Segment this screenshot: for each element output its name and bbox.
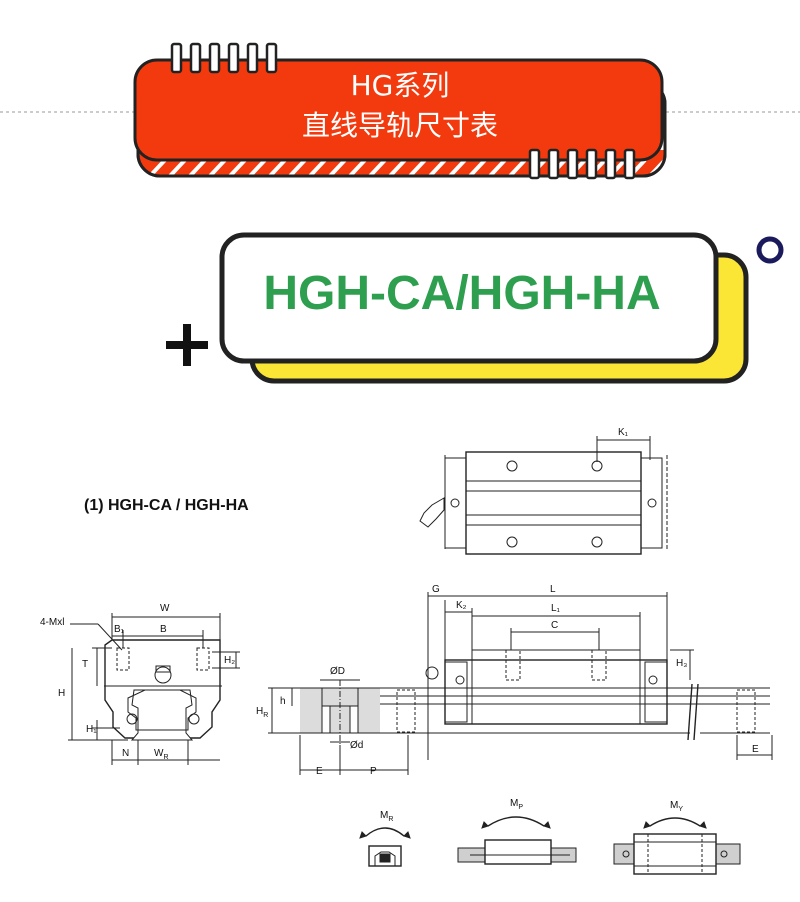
label-e-right: E	[752, 744, 759, 755]
label-l: L	[550, 584, 556, 595]
label-t: T	[82, 659, 89, 670]
moment-mp-icon	[457, 816, 577, 865]
banner-title-line1: HG系列	[350, 69, 450, 102]
label-k1: K₁	[618, 427, 629, 438]
label-hr: HR	[256, 706, 269, 719]
label-p: P	[370, 766, 377, 777]
label-c: C	[551, 620, 559, 631]
label-mp: MP	[510, 798, 524, 811]
label-h-small: h	[280, 696, 286, 707]
label-n: N	[122, 748, 130, 759]
label-w: W	[160, 603, 170, 614]
label-my: MY	[670, 800, 684, 813]
label-l1: L₁	[551, 603, 560, 614]
banner-title-line2: 直线导轨尺寸表	[301, 109, 498, 142]
rail-section-view	[268, 679, 409, 775]
top-view	[419, 436, 668, 555]
front-view	[68, 613, 240, 765]
label-od: ØD	[330, 666, 345, 677]
label-k2: K₂	[456, 600, 467, 611]
section-title: (1) HGH-CA / HGH-HA	[84, 497, 249, 514]
label-wr: WR	[154, 748, 169, 761]
label-mr: MR	[380, 810, 394, 823]
label-h2: H₂	[224, 655, 236, 666]
moment-mr-icon	[359, 827, 411, 867]
banner-graphic	[0, 42, 800, 180]
model-title: HGH-CA/HGH-HA	[263, 267, 661, 320]
label-h1: H₁	[86, 724, 97, 735]
label-b: B	[160, 624, 167, 635]
label-b1: B₁	[114, 624, 125, 635]
label-e: E	[316, 766, 323, 777]
label-g: G	[432, 584, 440, 595]
label-h: H	[58, 688, 66, 699]
label-od-small: Ød	[350, 740, 364, 751]
moment-my-icon	[613, 817, 741, 875]
side-view	[380, 592, 773, 760]
model-box-graphic	[166, 232, 784, 384]
label-4mxl: 4-Mxl	[40, 617, 65, 628]
label-h3: H₃	[676, 658, 688, 669]
